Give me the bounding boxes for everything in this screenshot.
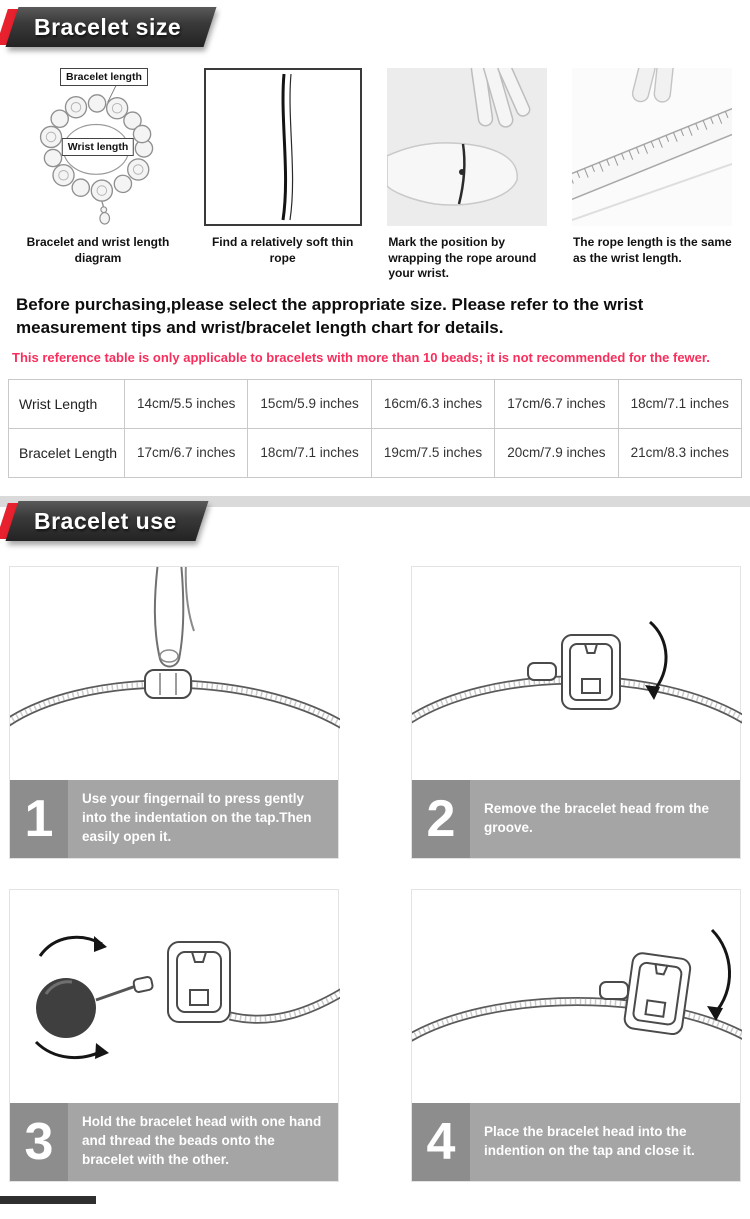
step-number: 2 xyxy=(412,779,470,858)
step-number: 1 xyxy=(10,779,68,858)
size-intro-text: Before purchasing,please select the appr… xyxy=(16,294,644,337)
step-caption-bar: 1 Use your fingernail to press gently in… xyxy=(10,779,338,858)
figure-bracelet-diagram: Bracelet length Wrist length Bracelet an… xyxy=(6,68,190,282)
table-cell: 17cm/6.7 inches xyxy=(494,378,619,429)
table-cell: 20cm/7.9 inches xyxy=(494,427,619,478)
table-cell: 21cm/8.3 inches xyxy=(617,427,743,478)
use-step-panel-1: 1 Use your fingernail to press gently in… xyxy=(9,565,340,859)
use-step-panel-4: 4 Place the bracelet head into the inden… xyxy=(411,888,742,1182)
use-step-panel-2: 2 Remove the bracelet head from the groo… xyxy=(411,565,742,859)
divider-band xyxy=(0,495,750,507)
size-chart: Wrist Length 14cm/5.5 inches 15cm/5.9 in… xyxy=(8,378,743,478)
step-caption-bar: 3 Hold the bracelet head with one hand a… xyxy=(10,1102,338,1181)
section-title-use: Bracelet use xyxy=(34,507,177,534)
figure-caption: Find a relatively soft thin rope xyxy=(211,235,354,265)
figure-caption: Bracelet and wrist length diagram xyxy=(26,235,170,265)
step-caption-bar: 2 Remove the bracelet head from the groo… xyxy=(412,779,740,858)
use-steps-grid: 1 Use your fingernail to press gently in… xyxy=(0,565,750,1182)
ruler-illustration xyxy=(571,68,732,226)
use-step-panel-3: 3 Hold the bracelet head with one hand a… xyxy=(9,888,340,1182)
wrist-length-label: Wrist length xyxy=(61,137,135,156)
figure-caption: Mark the position by wrapping the rope a… xyxy=(388,235,537,281)
step4-illustration xyxy=(412,928,742,1042)
step2-illustration xyxy=(412,620,742,724)
table-cell: 18cm/7.1 inches xyxy=(617,378,743,429)
step1-illustration xyxy=(10,566,340,729)
table-row-bracelet: Bracelet Length 17cm/6.7 inches 18cm/7.1… xyxy=(8,427,743,478)
table-cell: 18cm/7.1 inches xyxy=(247,427,372,478)
table-cell: 17cm/6.7 inches xyxy=(123,427,249,478)
bracelet-ring-illustration xyxy=(39,83,154,225)
table-cell: 14cm/5.5 inches xyxy=(123,378,249,429)
step-caption: Remove the bracelet head from the groove… xyxy=(484,800,710,835)
row-label: Wrist Length xyxy=(8,378,125,429)
step-number: 3 xyxy=(10,1102,68,1181)
step-number: 4 xyxy=(412,1102,470,1181)
rope-image xyxy=(203,68,362,226)
figure-ruler: The rope length is the same as the wrist… xyxy=(560,68,744,282)
table-cell: 19cm/7.5 inches xyxy=(370,427,496,478)
step-caption: Use your fingernail to press gently into… xyxy=(82,791,312,845)
wrist-wrap-illustration xyxy=(387,68,548,226)
figure-rope: Find a relatively soft thin rope xyxy=(191,68,375,282)
section-title-size: Bracelet size xyxy=(34,14,182,40)
figure-caption: The rope length is the same as the wrist… xyxy=(572,235,732,265)
bracelet-use-header: Bracelet use xyxy=(0,492,750,550)
step-caption-bar: 4 Place the bracelet head into the inden… xyxy=(412,1102,740,1181)
bracelet-size-header: Bracelet size xyxy=(0,6,750,52)
table-row-wrist: Wrist Length 14cm/5.5 inches 15cm/5.9 in… xyxy=(8,378,743,429)
bracelet-info-page: { "size_section": { "title": "Bracelet s… xyxy=(0,6,750,1219)
table-cell: 16cm/6.3 inches xyxy=(370,378,496,429)
step3-illustration xyxy=(34,935,340,1059)
step-caption: Hold the bracelet head with one hand and… xyxy=(82,1114,322,1168)
table-cell: 15cm/5.9 inches xyxy=(247,378,372,429)
size-chart-table: Wrist Length 14cm/5.5 inches 15cm/5.9 in… xyxy=(8,378,743,478)
figure-wrist-wrap: Mark the position by wrapping the rope a… xyxy=(375,68,559,282)
bracelet-diagram-image: Bracelet length Wrist length xyxy=(18,68,178,226)
wrist-wrap-photo xyxy=(387,68,548,226)
step-caption: Place the bracelet head into the indenti… xyxy=(484,1123,695,1158)
measurement-steps-row: Bracelet length Wrist length Bracelet an… xyxy=(0,68,750,282)
size-note-text: This reference table is only applicable … xyxy=(12,349,710,365)
next-section-cropped-edge xyxy=(0,1195,96,1204)
rope-illustration xyxy=(281,73,293,221)
row-label: Bracelet Length xyxy=(8,427,125,478)
ruler-photo xyxy=(571,68,732,226)
bracelet-length-label: Bracelet length xyxy=(60,68,148,86)
